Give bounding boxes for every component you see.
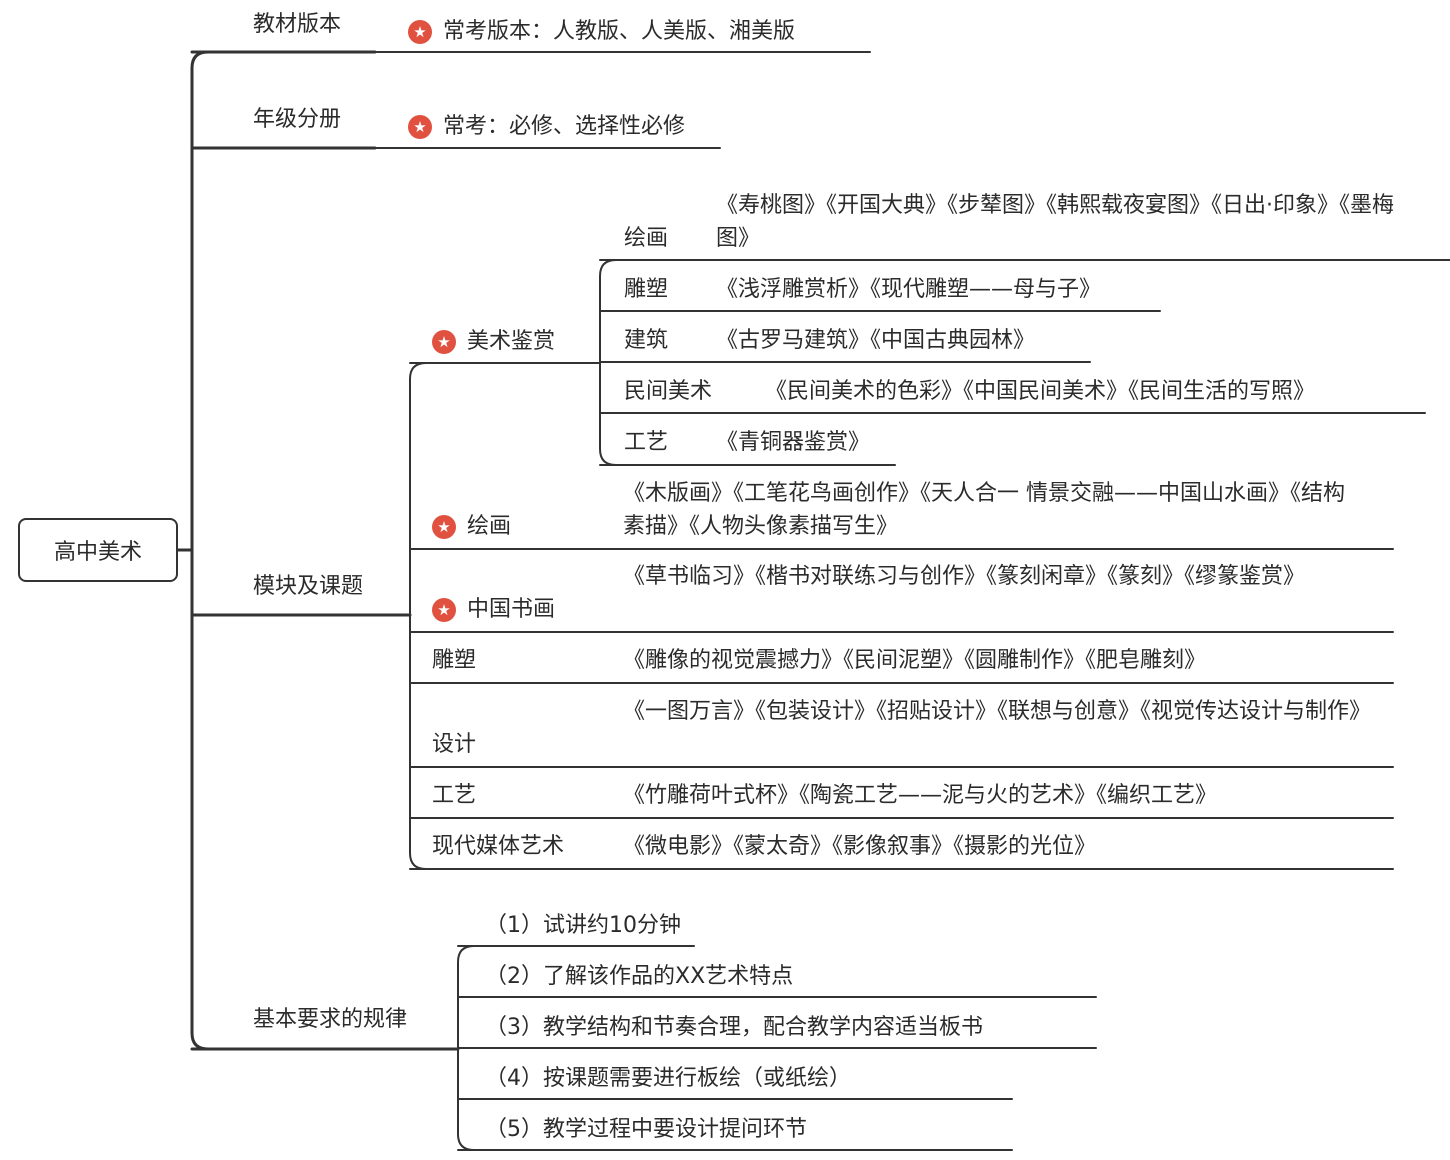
- rule-item[interactable]: （2）了解该作品的XX艺术特点: [485, 964, 794, 989]
- appreciation-item-label[interactable]: 民间美术: [624, 379, 713, 404]
- rule-item[interactable]: （4）按课题需要进行板绘（或纸绘）: [485, 1066, 851, 1091]
- textbook-versions-text[interactable]: 常考版本：人教版、人美版、湘美版: [443, 19, 796, 44]
- module-media-label[interactable]: 现代媒体艺术: [432, 834, 565, 859]
- module-painting-label[interactable]: 绘画: [467, 514, 512, 539]
- module-media-text[interactable]: 《微电影》《蒙太奇》《影像叙事》《摄影的光位》: [623, 834, 1097, 859]
- appreciation-item-label[interactable]: 建筑: [624, 328, 669, 353]
- rule-item[interactable]: （3）教学结构和节奏合理，配合教学内容适当板书: [485, 1015, 983, 1040]
- module-appreciation-label[interactable]: 美术鉴赏: [467, 329, 556, 354]
- star-badge-icon: ★: [432, 330, 456, 354]
- root-label: 高中美术: [53, 540, 142, 565]
- appreciation-item-text[interactable]: 《青铜器鉴赏》: [716, 430, 871, 455]
- appreciation-item-text[interactable]: 《古罗马建筑》《中国古典园林》: [716, 328, 1036, 353]
- star-badge-icon: ★: [408, 20, 432, 44]
- branch-textbook-label[interactable]: 教材版本: [253, 12, 342, 37]
- module-sculpture-label[interactable]: 雕塑: [432, 648, 477, 673]
- rule-item[interactable]: （5）教学过程中要设计提问环节: [485, 1117, 807, 1142]
- module-design-label[interactable]: 设计: [432, 732, 477, 757]
- appreciation-item-text[interactable]: 《寿桃图》《开国大典》《步辇图》《韩熙载夜宴图》《日出·印象》《墨梅图》: [716, 193, 1394, 251]
- appreciation-item-text[interactable]: 《民间美术的色彩》《中国民间美术》《民间生活的写照》: [765, 379, 1316, 404]
- appreciation-item-label[interactable]: 雕塑: [624, 277, 669, 302]
- branch-modules-label[interactable]: 模块及课题: [253, 574, 364, 599]
- appreciation-item-text[interactable]: 《浅浮雕赏析》《现代雕塑——母与子》: [716, 277, 1102, 302]
- module-craft-label[interactable]: 工艺: [432, 783, 477, 808]
- module-calligraphy-label[interactable]: 中国书画: [467, 597, 556, 622]
- branch-grade-label[interactable]: 年级分册: [253, 107, 342, 132]
- grade-volumes-text[interactable]: 常考：必修、选择性必修: [443, 114, 686, 139]
- module-painting-text[interactable]: 《木版画》《工笔花鸟画创作》《天人合一 情景交融——中国山水画》《结构素描》《人…: [623, 481, 1345, 539]
- appreciation-item-label[interactable]: 绘画: [624, 226, 669, 251]
- branch-rules-label[interactable]: 基本要求的规律: [253, 1007, 408, 1032]
- module-design-text[interactable]: 《一图万言》《包装设计》《招贴设计》《联想与创意》《视觉传达设计与制作》: [623, 699, 1372, 724]
- appreciation-item-label[interactable]: 工艺: [624, 430, 669, 455]
- star-badge-icon: ★: [408, 115, 432, 139]
- star-badge-icon: ★: [432, 598, 456, 622]
- module-sculpture-text[interactable]: 《雕像的视觉震撼力》《民间泥塑》《圆雕制作》《肥皂雕刻》: [623, 648, 1207, 673]
- star-badge-icon: ★: [432, 515, 456, 539]
- rule-item[interactable]: （1）试讲约10分钟: [485, 913, 681, 938]
- module-craft-text[interactable]: 《竹雕荷叶式杯》《陶瓷工艺——泥与火的艺术》《编织工艺》: [623, 783, 1218, 808]
- module-calligraphy-text[interactable]: 《草书临习》《楷书对联练习与创作》《篆刻闲章》《篆刻》《缪篆鉴赏》: [623, 564, 1306, 589]
- root-node[interactable]: 高中美术: [18, 518, 178, 582]
